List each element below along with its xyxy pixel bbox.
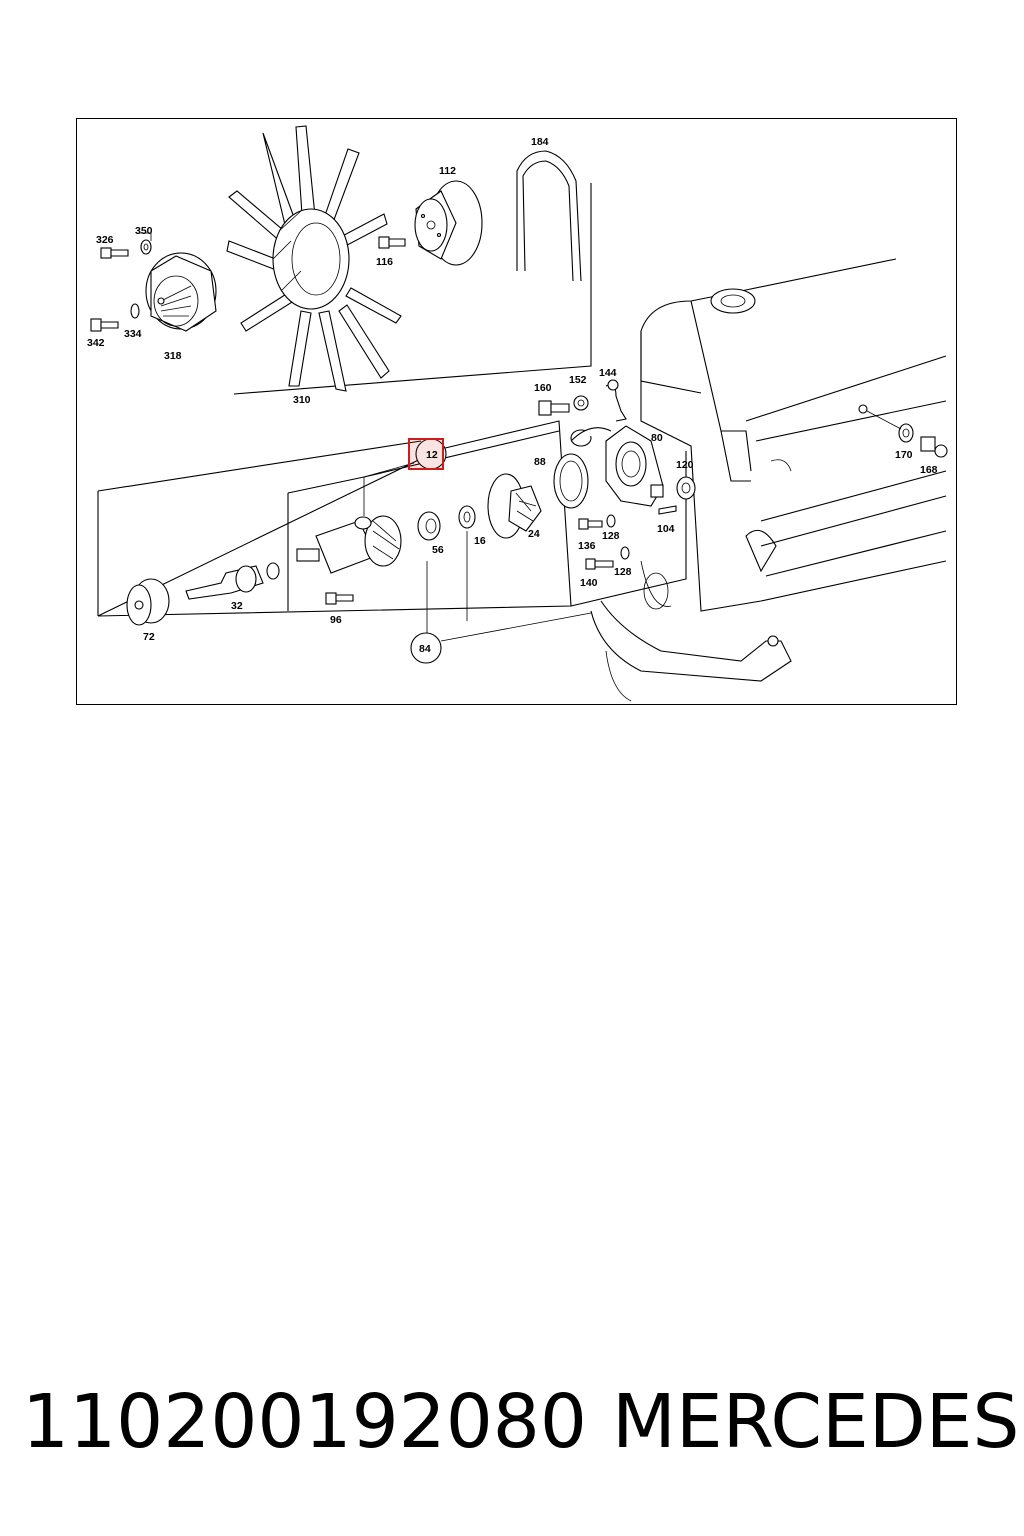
label-88: 88 bbox=[534, 456, 546, 468]
label-168: 168 bbox=[920, 464, 938, 476]
label-140: 140 bbox=[580, 577, 598, 589]
bolt-342 bbox=[90, 318, 119, 332]
washer-334 bbox=[130, 303, 140, 319]
engine-block bbox=[590, 258, 947, 702]
hub-72 bbox=[126, 578, 170, 626]
washer-152 bbox=[573, 395, 589, 411]
bearing-56 bbox=[417, 511, 441, 541]
shaft-32 bbox=[185, 562, 280, 600]
label-104: 104 bbox=[657, 523, 675, 535]
label-310: 310 bbox=[293, 394, 311, 406]
parts-diagram: 326 350 342 334 318 310 116 112 184 160 … bbox=[76, 118, 957, 705]
label-16: 16 bbox=[474, 535, 486, 547]
washer-350 bbox=[139, 232, 152, 255]
label-80: 80 bbox=[651, 432, 663, 444]
label-112: 112 bbox=[439, 165, 456, 177]
callout-circle-84 bbox=[410, 632, 442, 664]
fan-310 bbox=[226, 125, 402, 392]
part-number: 110200192080 bbox=[22, 1379, 587, 1465]
label-56: 56 bbox=[432, 544, 444, 556]
washer-170 bbox=[858, 404, 914, 443]
group-outline-lines bbox=[97, 183, 687, 642]
pump-shaft-assembly bbox=[296, 515, 402, 574]
label-334: 334 bbox=[124, 328, 142, 340]
seal-16 bbox=[458, 505, 476, 529]
exploded-view-drawing: 326 350 342 334 318 310 116 112 184 160 … bbox=[87, 125, 948, 702]
label-72: 72 bbox=[143, 631, 155, 643]
label-160: 160 bbox=[534, 382, 552, 394]
bolt-160 bbox=[538, 400, 570, 416]
fan-clutch-318 bbox=[145, 252, 217, 332]
callout-labels: 326 350 342 334 318 310 116 112 184 160 … bbox=[87, 136, 938, 655]
clip-144 bbox=[605, 379, 627, 422]
washer-128b bbox=[620, 546, 630, 560]
label-120: 120 bbox=[676, 459, 694, 471]
bolt-96 bbox=[325, 592, 354, 605]
label-84: 84 bbox=[419, 643, 431, 655]
label-128-upper: 128 bbox=[602, 530, 620, 542]
label-32: 32 bbox=[231, 600, 243, 612]
label-342: 342 bbox=[87, 337, 105, 349]
label-96: 96 bbox=[330, 614, 342, 626]
highlight-marker bbox=[408, 438, 444, 470]
label-170: 170 bbox=[895, 449, 913, 461]
washer-128a bbox=[606, 514, 616, 528]
washer-120 bbox=[676, 476, 696, 500]
bolt-140 bbox=[585, 558, 614, 570]
bolt-326 bbox=[100, 247, 129, 259]
pump-housing-80 bbox=[570, 425, 664, 507]
label-24: 24 bbox=[528, 528, 540, 540]
label-184: 184 bbox=[531, 136, 549, 148]
stud-104 bbox=[658, 505, 677, 515]
belt-184 bbox=[516, 150, 582, 282]
impeller-24 bbox=[487, 473, 542, 539]
label-144: 144 bbox=[599, 367, 617, 379]
brand-name: MERCEDES bbox=[612, 1379, 1020, 1465]
pulley-112 bbox=[414, 180, 483, 266]
label-12: 12 bbox=[426, 449, 438, 461]
bolt-136 bbox=[578, 518, 603, 530]
plug-168 bbox=[920, 436, 948, 458]
label-326: 326 bbox=[96, 234, 114, 246]
label-152: 152 bbox=[569, 374, 587, 386]
bolt-116 bbox=[378, 236, 406, 249]
gasket-88 bbox=[553, 453, 589, 509]
label-128-lower: 128 bbox=[614, 566, 632, 578]
label-350: 350 bbox=[135, 225, 153, 237]
label-116: 116 bbox=[376, 256, 393, 268]
label-136: 136 bbox=[578, 540, 596, 552]
label-318: 318 bbox=[164, 350, 182, 362]
